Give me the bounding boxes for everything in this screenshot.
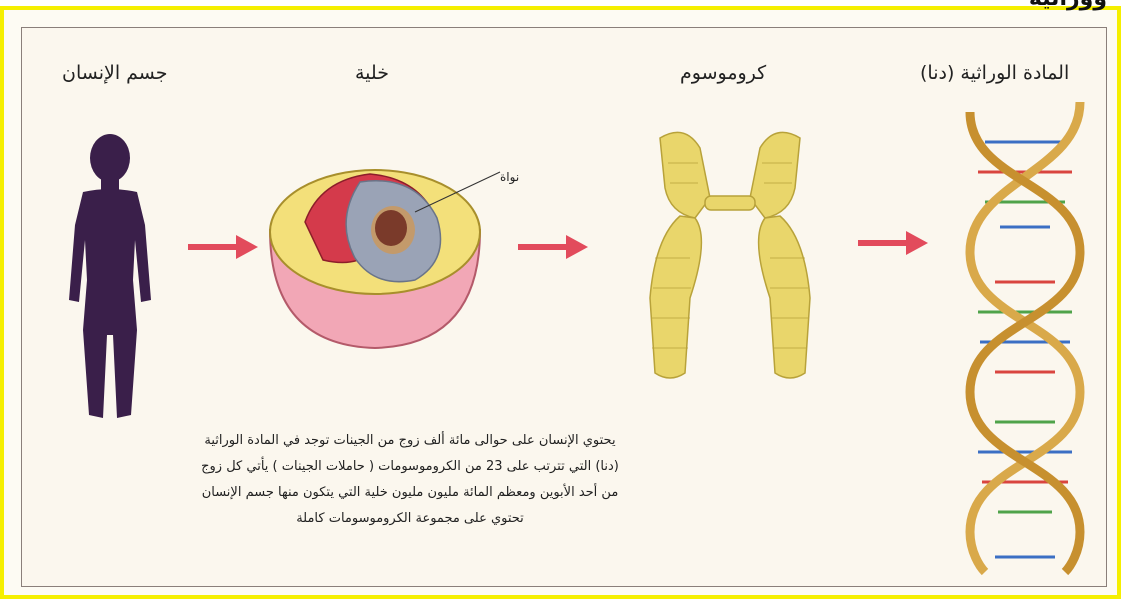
human-silhouette-icon bbox=[55, 130, 165, 430]
label-nucleus: نواة bbox=[500, 170, 519, 184]
description-line: تحتوي على مجموعة الكروموسومات كاملة bbox=[85, 506, 735, 532]
dna-helix-icon bbox=[960, 102, 1090, 572]
label-cell: خلية bbox=[355, 62, 389, 84]
description-line: يحتوي الإنسان على حوالى مائة ألف زوج من … bbox=[85, 428, 735, 454]
arrow-icon bbox=[518, 234, 588, 260]
arrow-icon bbox=[188, 234, 258, 260]
page-title: ووراثية bbox=[1029, 0, 1107, 11]
description-line: (دنا) التي تترتب على 23 من الكروموسومات … bbox=[85, 454, 735, 480]
cell-icon bbox=[265, 160, 485, 350]
chromosome-icon bbox=[630, 118, 830, 388]
label-human-body: جسم الإنسان bbox=[62, 62, 167, 84]
description-text: يحتوي الإنسان على حوالى مائة ألف زوج من … bbox=[85, 428, 735, 532]
label-chromosome: كروموسوم bbox=[680, 62, 766, 84]
description-line: من أحد الأبوين ومعظم المائة مليون مليون … bbox=[85, 480, 735, 506]
arrow-icon bbox=[858, 230, 928, 256]
label-dna: المادة الوراثية (دنا) bbox=[920, 62, 1069, 84]
